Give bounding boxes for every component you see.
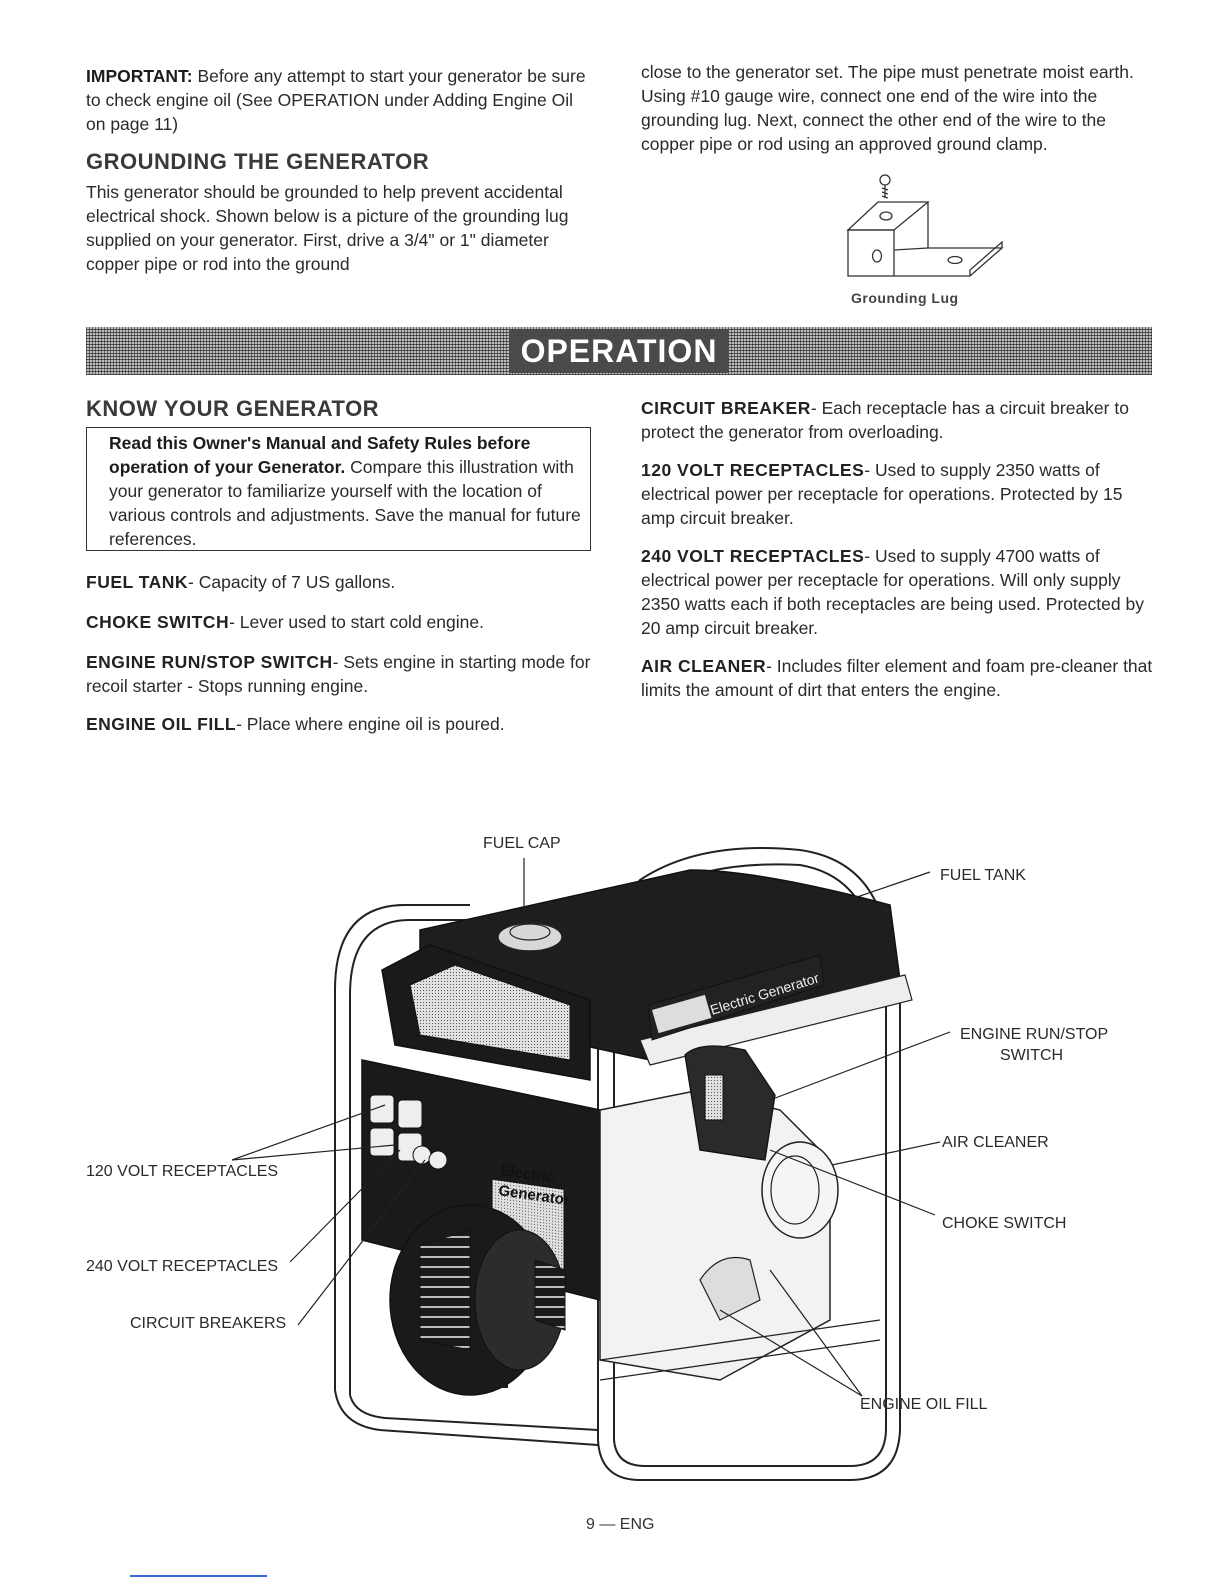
grounding-body-right: close to the generator set. The pipe mus… — [641, 62, 1134, 154]
run-stop-switch-shape — [684, 1045, 776, 1161]
safety-notice-box: Read this Owner's Manual and Safety Rule… — [86, 427, 591, 551]
callout-circuit-breakers: CIRCUIT BREAKERS — [130, 1315, 287, 1332]
def-desc: - Includes filter element and foam pre-c… — [641, 656, 1153, 700]
def-desc: - Used to supply 2350 watts of electrica… — [641, 460, 1123, 528]
callout-240-volt-receptacles: 240 VOLT RECEPTACLES — [86, 1258, 279, 1275]
callout-leaders — [231, 858, 951, 1397]
def-120-volt-receptacles: 120 VOLT RECEPTACLES- Used to supply 235… — [641, 458, 1153, 530]
operation-banner-title: OPERATION — [508, 329, 730, 373]
def-term: ENGINE RUN/STOP SWITCH — [86, 652, 333, 672]
fuel-cap-shape — [497, 922, 563, 952]
intro-left-column: IMPORTANT: Before any attempt to start y… — [86, 64, 591, 276]
engine-oil-fill-shape — [699, 1256, 761, 1321]
def-term: ENGINE OIL FILL — [86, 714, 237, 734]
def-desc: - Lever used to start cold engine. — [229, 612, 484, 632]
circuit-breaker-b — [428, 1150, 448, 1170]
page-number: 9 — ENG — [586, 1516, 655, 1533]
def-term: CHOKE SWITCH — [86, 612, 230, 632]
grounding-body-left: This generator should be grounded to hel… — [86, 182, 569, 274]
grounding-lug-caption: Grounding Lug — [851, 290, 959, 306]
callout-run-stop-line1: ENGINE RUN/STOP — [960, 1026, 1109, 1043]
notice-bold-text: Read this Owner's Manual and Safety Rule… — [109, 433, 531, 477]
def-term: 120 VOLT RECEPTACLES — [641, 460, 865, 480]
callout-run-stop-line2: SWITCH — [1000, 1047, 1064, 1064]
def-circuit-breaker: CIRCUIT BREAKER- Each receptacle has a c… — [641, 396, 1153, 444]
notice-text: Compare this illustration with your gene… — [109, 457, 581, 549]
footer-rule — [130, 1575, 267, 1577]
circuit-breaker-a — [412, 1145, 432, 1165]
grounding-right-column: close to the generator set. The pipe mus… — [641, 60, 1153, 156]
def-term: CIRCUIT BREAKER — [641, 398, 811, 418]
def-choke-switch: CHOKE SWITCH- Lever used to start cold e… — [86, 610, 591, 634]
def-240-volt-receptacles: 240 VOLT RECEPTACLES- Used to supply 470… — [641, 544, 1153, 640]
def-term: FUEL TANK — [86, 572, 189, 592]
def-air-cleaner: AIR CLEANER- Includes filter element and… — [641, 654, 1153, 702]
important-text: Before any attempt to start your generat… — [86, 66, 586, 134]
def-desc: - Sets engine in starting mode for recoi… — [86, 652, 591, 696]
def-desc: - Used to supply 4700 watts of electrica… — [641, 546, 1144, 638]
important-label: IMPORTANT: — [86, 66, 193, 86]
receptacle-240-a — [369, 1127, 395, 1157]
grounding-heading: GROUNDING THE GENERATOR — [86, 149, 430, 174]
definitions-right: CIRCUIT BREAKER- Each receptacle has a c… — [641, 396, 1153, 702]
operation-banner: OPERATION — [86, 327, 1152, 375]
def-desc: - Place where engine oil is poured. — [236, 714, 505, 734]
def-term: AIR CLEANER — [641, 656, 767, 676]
callout-fuel-tank: FUEL TANK — [940, 867, 1026, 884]
def-fuel-tank: FUEL TANK- Capacity of 7 US gallons. — [86, 570, 591, 594]
definitions-left: FUEL TANK- Capacity of 7 US gallons. CHO… — [86, 570, 591, 736]
know-generator-heading: KNOW YOUR GENERATOR — [86, 396, 380, 421]
callout-air-cleaner: AIR CLEANER — [942, 1134, 1049, 1151]
callout-fuel-cap: FUEL CAP — [483, 835, 561, 852]
grounding-lug-illustration — [846, 174, 1004, 277]
air-cleaner-shape — [761, 1141, 839, 1239]
def-desc: - Capacity of 7 US gallons. — [188, 572, 396, 592]
callout-choke-switch: CHOKE SWITCH — [942, 1215, 1067, 1232]
def-run-stop-switch: ENGINE RUN/STOP SWITCH- Sets engine in s… — [86, 650, 591, 698]
def-term: 240 VOLT RECEPTACLES — [641, 546, 865, 566]
important-note: IMPORTANT: Before any attempt to start y… — [86, 64, 591, 136]
receptacle-120-b — [397, 1099, 423, 1129]
callout-engine-oil-fill: ENGINE OIL FILL — [860, 1396, 988, 1413]
callout-120-volt-receptacles: 120 VOLT RECEPTACLES — [86, 1163, 279, 1180]
receptacle-120-a — [369, 1094, 395, 1124]
def-desc: - Each receptacle has a circuit breaker … — [641, 398, 1129, 442]
def-engine-oil-fill: ENGINE OIL FILL- Place where engine oil … — [86, 712, 591, 736]
